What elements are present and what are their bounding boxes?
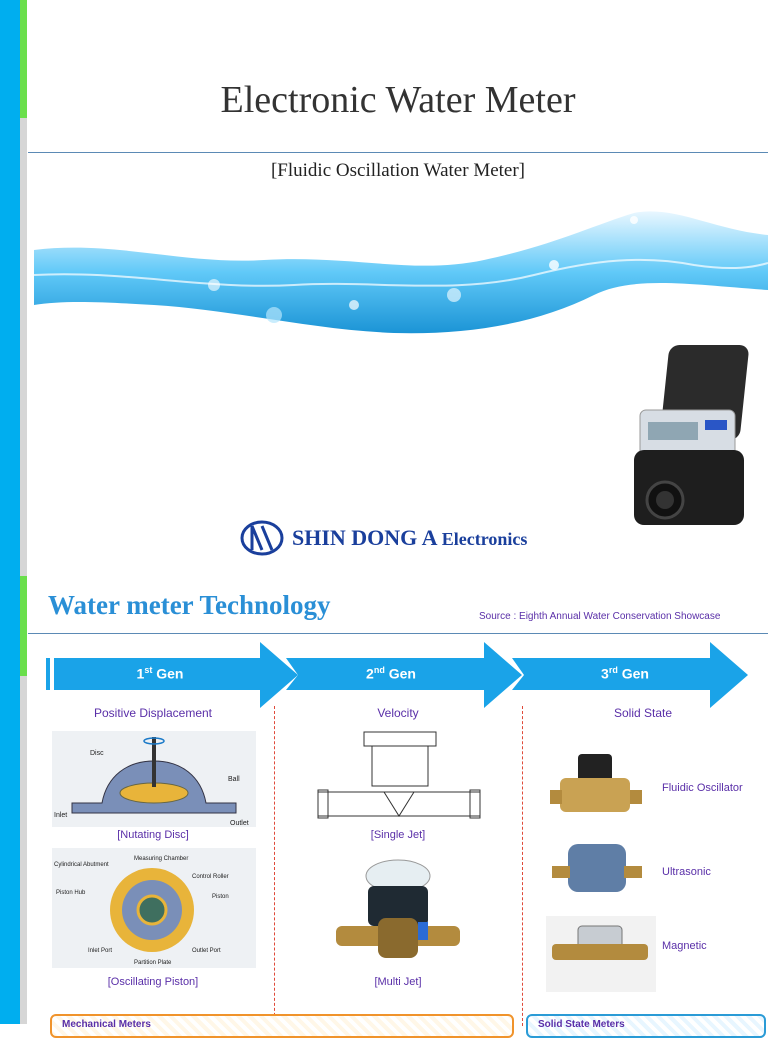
ultrasonic-label: Ultrasonic	[662, 866, 711, 878]
water-wave-image	[34, 211, 768, 334]
svg-text:Cylindrical Abutment: Cylindrical Abutment	[54, 862, 109, 868]
gray-strip	[20, 118, 27, 576]
solid-state-meters-box: Solid State Meters	[526, 1014, 766, 1038]
company-logo: SHIN DONG A Electronics	[240, 518, 527, 558]
green-accent-bottom	[20, 576, 27, 676]
gray-strip-2	[20, 676, 27, 1024]
magnetic-label: Magnetic	[662, 940, 707, 952]
gen2-arrow	[286, 642, 522, 708]
column-divider-2	[522, 706, 523, 1026]
ultrasonic-photo	[552, 844, 642, 892]
oscillating-piston-caption: [Oscillating Piston]	[107, 976, 199, 988]
gen2-category: Velocity	[377, 706, 419, 720]
svg-text:Ball: Ball	[228, 776, 240, 783]
nutating-disc-diagram: Disc Ball Inlet Outlet	[52, 731, 256, 827]
source-note: Source : Eighth Annual Water Conservatio…	[479, 611, 721, 622]
slide-technology: Water meter Technology Source : Eighth A…	[28, 576, 768, 1038]
page-title: Electronic Water Meter	[220, 79, 576, 121]
page-subtitle: [Fluidic Oscillation Water Meter]	[270, 160, 526, 181]
fluidic-oscillator-label: Fluidic Oscillator	[662, 782, 743, 794]
gen3-label: 3rd Gen	[601, 665, 649, 682]
green-accent-top	[20, 0, 27, 118]
oscillating-piston-diagram: Measuring Chamber Cylindrical Abutment C…	[52, 848, 256, 968]
svg-text:Outlet: Outlet	[230, 820, 249, 827]
slide-title: Electronic Water Meter [Fluidic Oscillat…	[28, 0, 768, 570]
single-jet-caption: [Single Jet]	[370, 829, 426, 841]
gen1-label: 1st Gen	[136, 665, 184, 682]
gen1-category: Positive Displacement	[93, 706, 213, 720]
heading-divider	[28, 633, 768, 634]
nutating-disc-caption: [Nutating Disc]	[117, 829, 189, 841]
svg-text:Inlet Port: Inlet Port	[88, 948, 112, 954]
title-divider	[28, 152, 768, 153]
multi-jet-caption: [Multi Jet]	[374, 976, 422, 988]
company-name: SHIN DONG A Electronics	[292, 525, 528, 550]
fluidic-oscillator-photo	[550, 754, 642, 812]
gen3-category: Solid State	[613, 706, 673, 720]
svg-text:Disc: Disc	[90, 750, 104, 757]
gen3-arrow	[512, 642, 748, 708]
shin-dong-a-logo-icon	[240, 520, 284, 556]
svg-text:Measuring Chamber: Measuring Chamber	[134, 856, 188, 862]
mechanical-meters-box: Mechanical Meters	[50, 1014, 514, 1038]
svg-text:Piston Hub: Piston Hub	[56, 890, 86, 896]
multi-jet-photo	[336, 859, 460, 958]
svg-text:Inlet: Inlet	[54, 812, 67, 819]
svg-text:Control Roller: Control Roller	[192, 874, 229, 880]
svg-text:Outlet Port: Outlet Port	[192, 948, 221, 954]
column-divider-1	[274, 706, 275, 1026]
section-heading: Water meter Technology	[48, 590, 331, 620]
svg-text:Piston: Piston	[212, 894, 229, 900]
water-meter-photo	[634, 345, 749, 525]
gen2-label: 2nd Gen	[366, 665, 416, 682]
svg-text:Partition Plate: Partition Plate	[134, 960, 172, 966]
magnetic-photo	[546, 916, 656, 992]
single-jet-drawing	[317, 731, 481, 819]
gen1-arrow	[46, 642, 298, 708]
left-accent-bar	[0, 0, 27, 1024]
